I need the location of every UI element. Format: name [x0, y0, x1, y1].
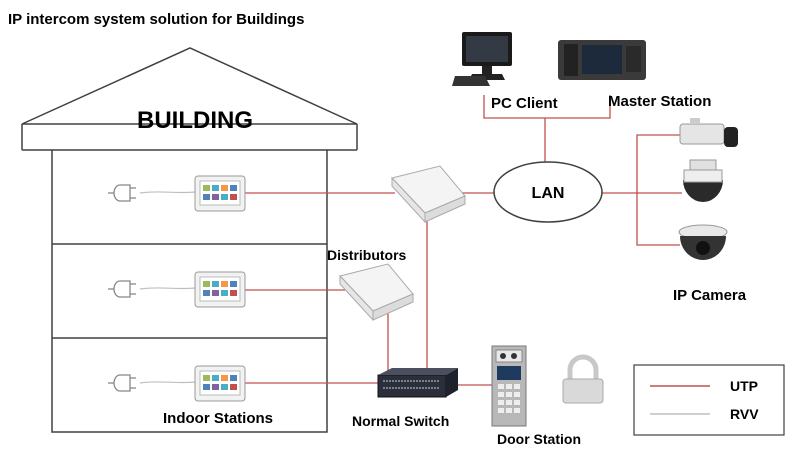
lan-label: LAN [532, 185, 565, 202]
rvv-wires [139, 191, 196, 384]
legend-box [633, 364, 785, 436]
indoor-station [194, 271, 246, 308]
power-plug-icon [108, 374, 136, 392]
normal-switch [377, 368, 458, 398]
distributor [339, 263, 414, 322]
building-label: BUILDING [137, 107, 253, 134]
dome-camera-icon [683, 159, 723, 202]
door-station [491, 345, 527, 427]
legend-utp-label: UTP [730, 378, 758, 394]
dome-camera-icon [678, 224, 728, 260]
distributors-label: Distributors [327, 247, 407, 263]
box-camera-icon [679, 118, 738, 147]
power-plug-icon [108, 280, 136, 298]
legend-rvv-label: RVV [730, 406, 759, 422]
normal-switch-label: Normal Switch [352, 413, 449, 429]
building-roof [21, 47, 358, 125]
distributor [391, 165, 466, 224]
lan-cloud [493, 161, 603, 223]
pc-client [452, 32, 512, 86]
indoor-stations-label: Indoor Stations [163, 410, 273, 427]
building-body [51, 149, 328, 433]
utp-wires [245, 95, 682, 386]
indoor-station [194, 365, 246, 402]
lock-icon [562, 354, 604, 404]
indoor-station [194, 175, 246, 212]
door-station-label: Door Station [497, 431, 581, 447]
pc-client-label: PC Client [491, 95, 558, 112]
master-station-label: Master Station [608, 93, 711, 110]
power-plug-icon [108, 184, 136, 202]
ip-camera-label: IP Camera [673, 287, 747, 304]
master-station [558, 40, 646, 80]
diagram-title: IP intercom system solution for Building… [8, 11, 304, 28]
